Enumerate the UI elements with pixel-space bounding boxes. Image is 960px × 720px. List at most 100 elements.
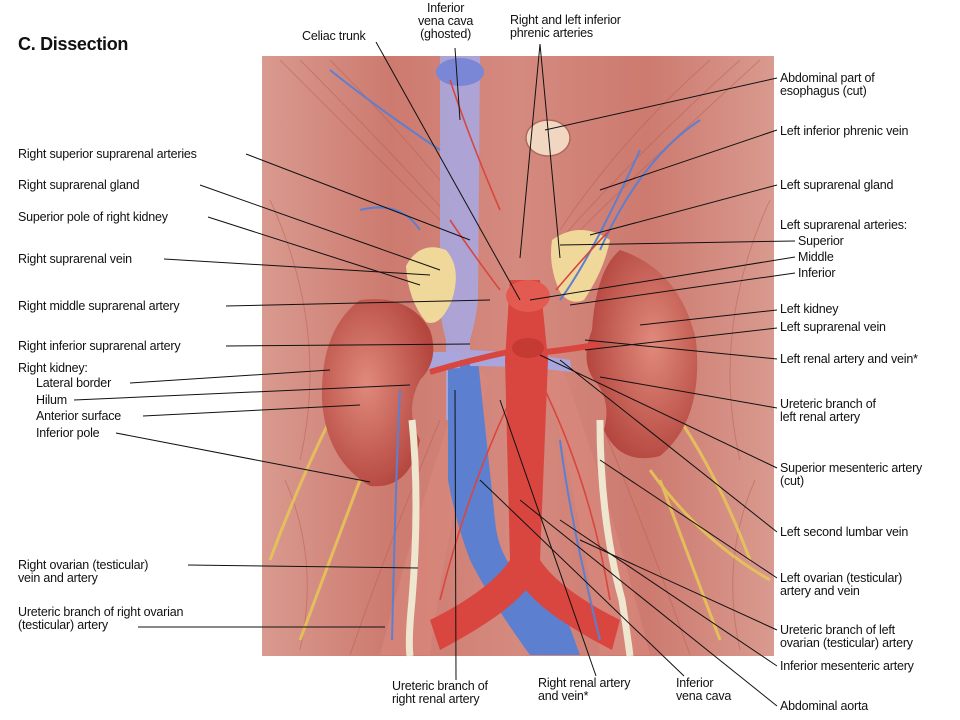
label-line: Left second lumbar vein <box>780 525 909 539</box>
label-line: Right suprarenal gland <box>18 178 140 192</box>
label-line: Anterior surface <box>36 409 122 423</box>
label-line: Abdominal part of <box>780 71 875 85</box>
ivc-ghosted <box>440 56 480 420</box>
label-line: Ureteric branch of left <box>780 623 895 637</box>
label-line: Celiac trunk <box>302 29 366 43</box>
label-superior-mesenteric-artery: Superior mesenteric artery (cut) <box>780 462 922 488</box>
label-line: phrenic arteries <box>510 26 593 40</box>
ivc-lower <box>448 360 580 655</box>
label-line: Right suprarenal vein <box>18 252 132 266</box>
label-right-superior-suprarenal-arteries: Right superior suprarenal arteries <box>18 148 197 161</box>
label-left-second-lumbar-vein: Left second lumbar vein <box>780 526 908 539</box>
label-right-ovarian-vein-artery: Right ovarian (testicular) vein and arte… <box>18 559 148 585</box>
label-right-renal-artery-vein: Right renal artery and vein* <box>538 677 630 703</box>
label-left-ovarian-artery-vein: Left ovarian (testicular) artery and vei… <box>780 572 902 598</box>
label-line: Right middle suprarenal artery <box>18 299 180 313</box>
label-line: esophagus (cut) <box>780 84 867 98</box>
label-line: Left suprarenal arteries: <box>780 218 908 232</box>
label-left-suprarenal-vein: Left suprarenal vein <box>780 321 886 334</box>
label-anterior-surface: Anterior surface <box>36 410 121 423</box>
label-superior: Superior <box>798 235 844 248</box>
label-line: Left suprarenal gland <box>780 178 894 192</box>
label-line: Right ovarian (testicular) <box>18 558 149 572</box>
right-kidney-drawing <box>321 299 434 487</box>
label-left-suprarenal-gland: Left suprarenal gland <box>780 179 893 192</box>
right-psoas <box>545 360 650 655</box>
label-line: Right renal artery <box>538 676 631 690</box>
label-line: Right and left inferior <box>510 13 621 27</box>
label-line: Left renal artery and vein* <box>780 352 918 366</box>
label-line: Left ovarian (testicular) <box>780 571 903 585</box>
aorta-drawing <box>430 280 620 650</box>
label-left-suprarenal-arteries: Left suprarenal arteries: <box>780 219 907 232</box>
label-line: Right inferior suprarenal artery <box>18 339 181 353</box>
label-line: Inferior <box>426 1 465 15</box>
label-line: Left suprarenal vein <box>780 320 886 334</box>
right-ureter <box>405 419 420 657</box>
left-gland-drawing <box>551 230 610 302</box>
label-left-inferior-phrenic-vein: Left inferior phrenic vein <box>780 125 908 138</box>
label-line: Superior pole of right kidney <box>18 210 168 224</box>
label-superior-pole-right-kidney: Superior pole of right kidney <box>18 211 168 224</box>
label-line: Superior mesenteric artery <box>780 461 923 475</box>
celiac-drawing <box>506 280 550 312</box>
label-middle: Middle <box>798 251 834 264</box>
label-line: Ureteric branch of right ovarian <box>18 605 184 619</box>
label-line: Abdominal aorta <box>780 699 869 713</box>
label-line: artery and vein <box>780 584 860 598</box>
label-line: Hilum <box>36 393 67 407</box>
label-right-middle-suprarenal-artery: Right middle suprarenal artery <box>18 299 180 313</box>
label-line: Ureteric branch of <box>780 397 876 411</box>
label-ureteric-branch-right-renal: Ureteric branch of right renal artery <box>392 680 488 706</box>
label-line: vena cava <box>676 689 732 703</box>
label-ivc-bottom: Inferior vena cava <box>676 677 731 703</box>
label-right-inferior-suprarenal-artery: Right inferior suprarenal artery <box>18 339 181 353</box>
label-inferior-pole: Inferior pole <box>36 426 100 440</box>
label-left-renal-artery-vein: Left renal artery and vein* <box>780 353 918 366</box>
esophagus-cut <box>525 119 571 157</box>
label-line: Ureteric branch of <box>392 679 488 693</box>
label-ureteric-branch-right-ovarian: Ureteric branch of right ovarian (testic… <box>18 606 183 632</box>
label-left-kidney: Left kidney <box>780 303 838 316</box>
label-line: (testicular) artery <box>18 618 108 632</box>
sma-drawing <box>512 338 544 358</box>
label-line: Right kidney: <box>18 361 88 375</box>
label-ureteric-branch-left-renal: Ureteric branch of left renal artery <box>780 398 876 424</box>
label-line: and vein* <box>538 689 589 703</box>
label-line: Inferior <box>676 676 714 690</box>
label-line: (cut) <box>780 474 805 488</box>
label-abdominal-aorta: Abdominal aorta <box>780 700 868 713</box>
label-line: Left kidney <box>780 302 839 316</box>
label-lateral-border: Lateral border <box>36 377 111 390</box>
figure-title: C. Dissection <box>18 34 129 54</box>
left-kidney-drawing <box>586 250 698 459</box>
label-right-kidney-heading: Right kidney: <box>18 362 88 375</box>
label-line: Inferior pole <box>36 426 100 440</box>
label-line: Inferior <box>798 266 836 280</box>
label-line: (ghosted) <box>420 27 472 41</box>
label-hilum: Hilum <box>36 394 67 407</box>
label-line: Right superior suprarenal arteries <box>18 147 197 161</box>
label-celiac-trunk: Celiac trunk <box>302 30 366 43</box>
label-ivc-ghosted: Inferior vena cava (ghosted) <box>418 2 473 41</box>
label-line: vena cava <box>418 14 474 28</box>
label-ureteric-branch-left-ovarian: Ureteric branch of left ovarian (testicu… <box>780 624 913 650</box>
label-line: Inferior mesenteric artery <box>780 659 914 673</box>
label-line: vein and artery <box>18 571 98 585</box>
label-phrenic-arteries: Right and left inferior phrenic arteries <box>510 14 621 40</box>
label-line: Left inferior phrenic vein <box>780 124 909 138</box>
label-line: left renal artery <box>780 410 860 424</box>
label-line: Lateral border <box>36 376 112 390</box>
label-right-suprarenal-vein: Right suprarenal vein <box>18 253 132 266</box>
label-line: Middle <box>798 250 834 264</box>
label-line: right renal artery <box>392 692 480 706</box>
right-gland-drawing <box>406 247 456 324</box>
label-line: Superior <box>798 234 844 248</box>
label-line: ovarian (testicular) artery <box>780 636 913 650</box>
label-inferior: Inferior <box>798 266 836 280</box>
label-abdominal-esophagus: Abdominal part of esophagus (cut) <box>780 72 875 98</box>
label-right-suprarenal-gland: Right suprarenal gland <box>18 178 140 192</box>
label-inferior-mesenteric-artery: Inferior mesenteric artery <box>780 660 914 673</box>
